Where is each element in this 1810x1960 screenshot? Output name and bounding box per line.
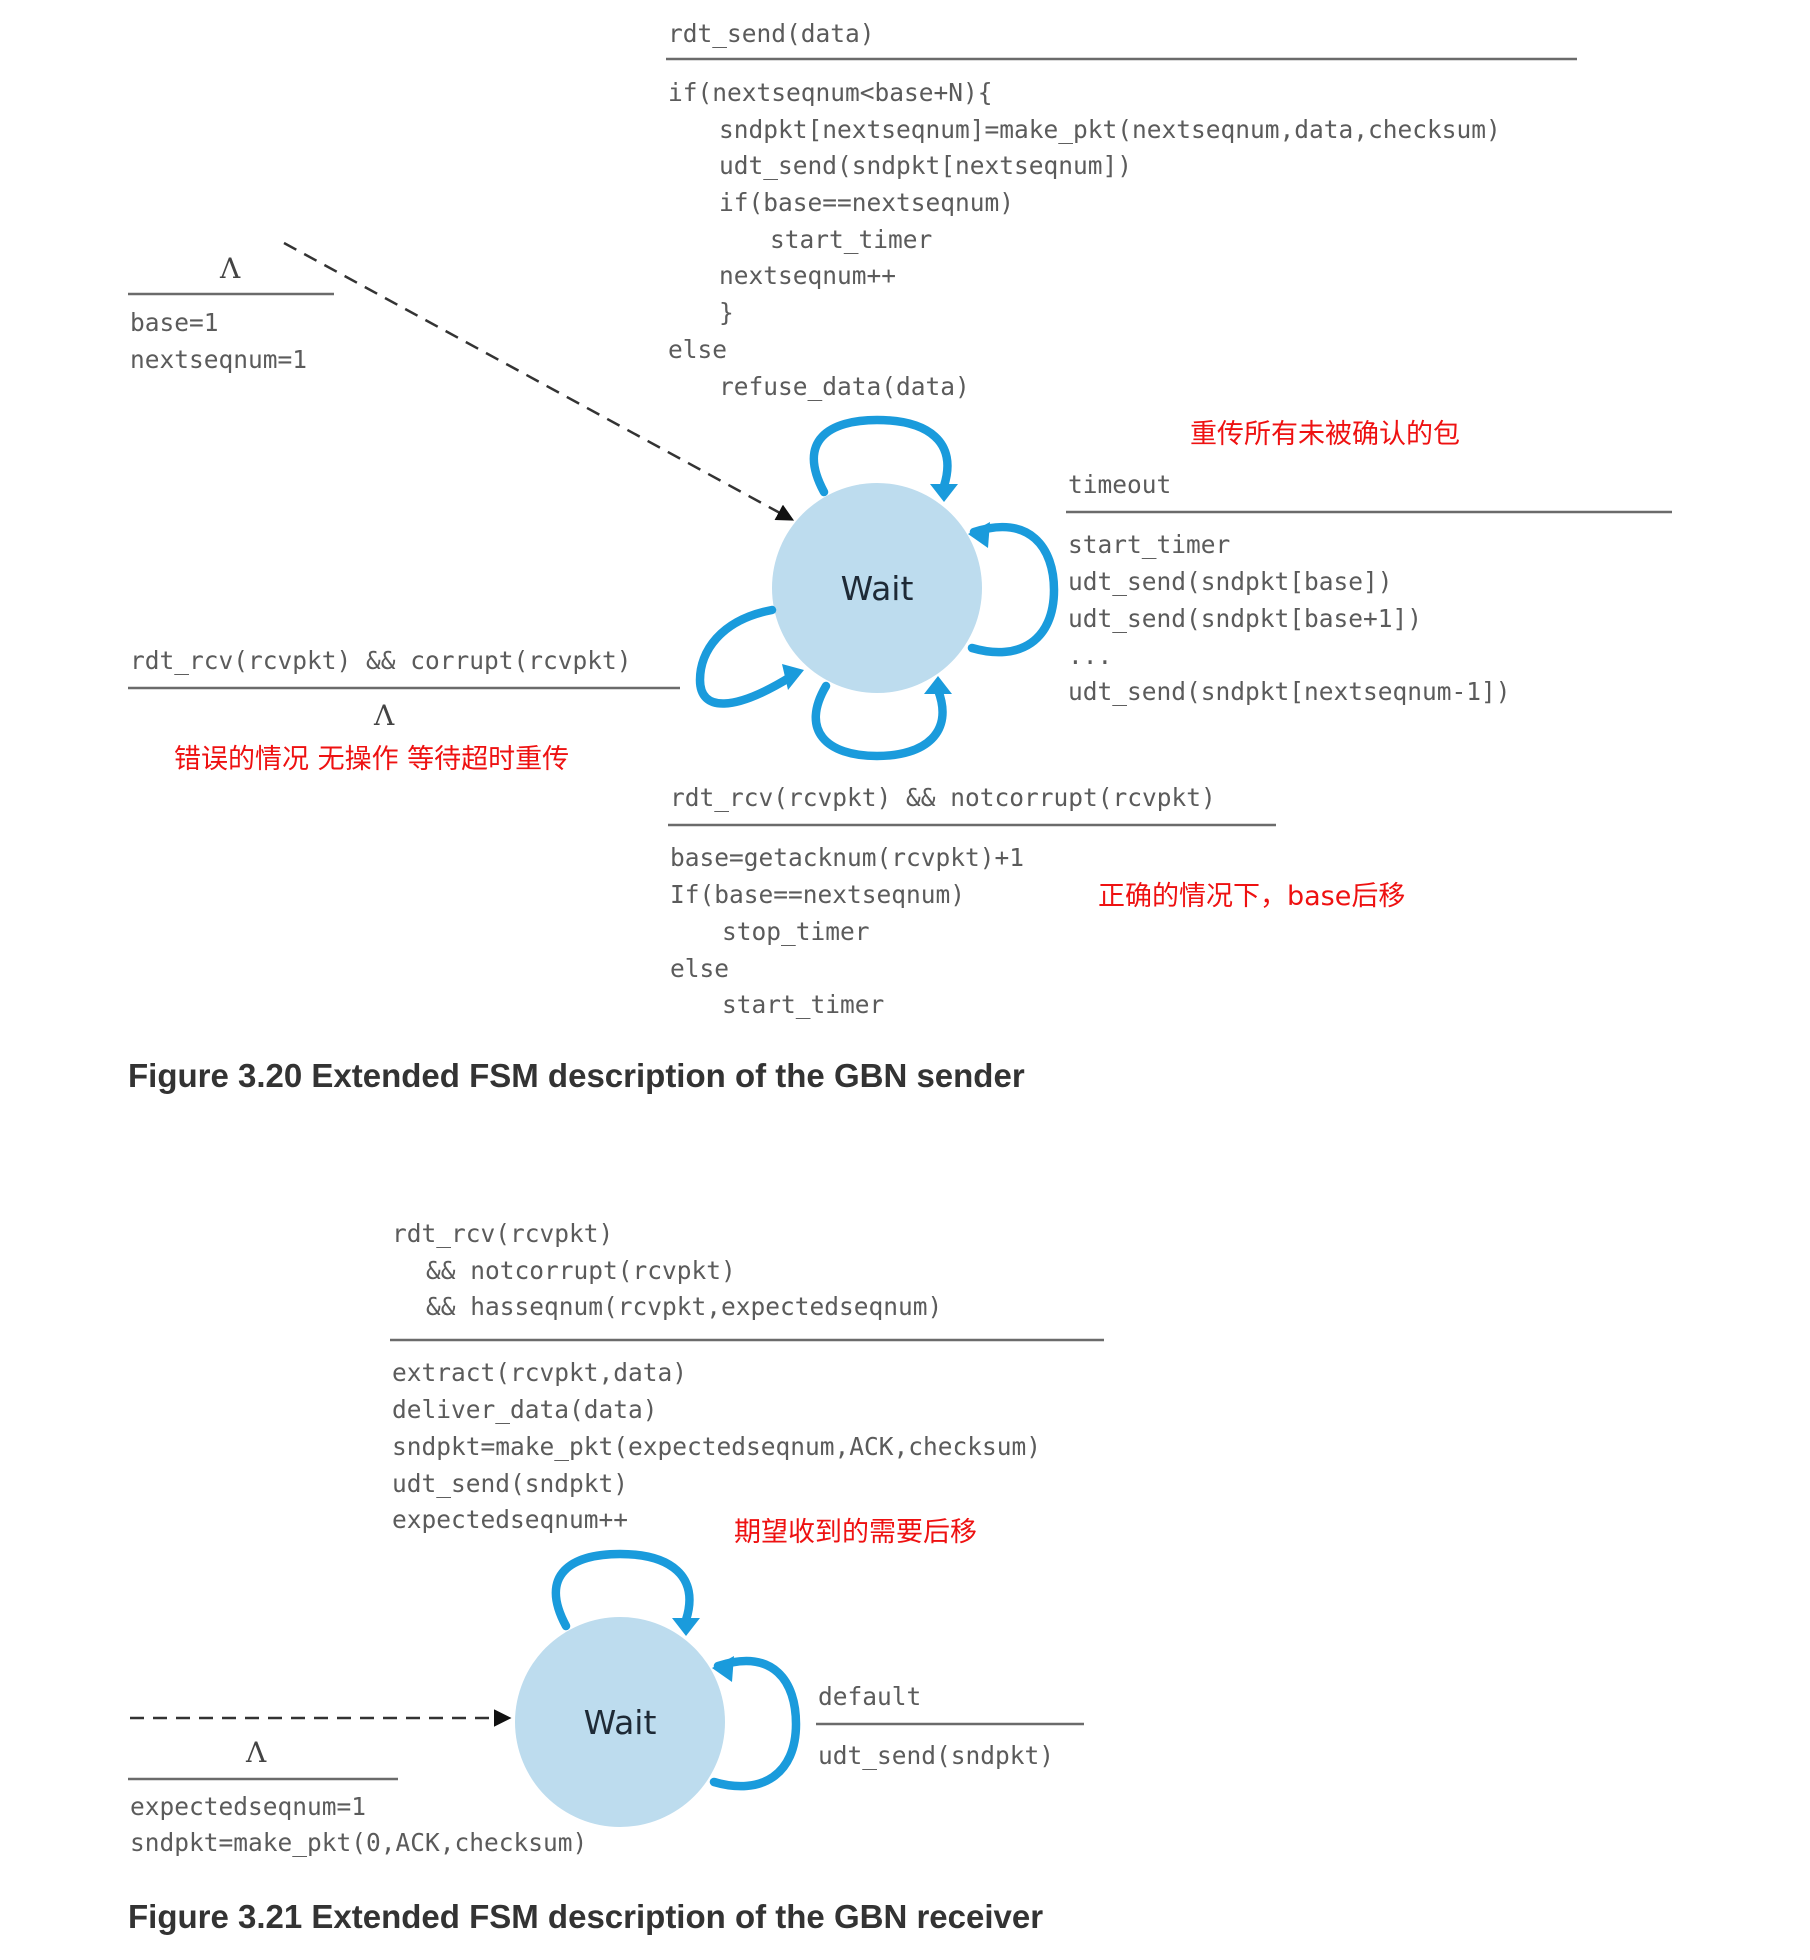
sender-notcorrupt-loop xyxy=(811,681,947,761)
sender-send-event: rdt_send(data) xyxy=(668,19,875,48)
receiver-default-action-0: udt_send(sndpkt) xyxy=(818,1741,1054,1770)
sender-corrupt-lambda: Λ xyxy=(373,699,395,732)
receiver-receive-note: 期望收到的需要后移 xyxy=(734,1517,977,1548)
sender-timeout-event: timeout xyxy=(1068,470,1171,499)
receiver-action-0: extract(rcvpkt,data) xyxy=(392,1358,687,1387)
sender-send-action-7: else xyxy=(668,335,727,364)
receiver-default-loop-arrowhead xyxy=(712,1656,734,1682)
sender-timeout-action-1: udt_send(sndpkt[base]) xyxy=(1068,567,1393,596)
sender-corrupt-loop-arrowhead xyxy=(782,664,804,690)
sender-init-lambda: Λ xyxy=(219,252,241,285)
sender-notcorrupt-loop-arrowhead xyxy=(924,676,952,694)
sender-notcorrupt-action-0: base=getacknum(rcvpkt)+1 xyxy=(670,843,1024,872)
sender-notcorrupt-action-2: stop_timer xyxy=(722,917,870,946)
sender-wait-state xyxy=(772,483,982,693)
sender-notcorrupt-event: rdt_rcv(rcvpkt) && notcorrupt(rcvpkt) xyxy=(670,783,1216,812)
sender-notcorrupt-action-3: else xyxy=(670,954,729,983)
receiver-receive-loop xyxy=(551,1549,694,1631)
sender-timeout-loop xyxy=(967,522,1059,657)
receiver-default-event: default xyxy=(818,1682,921,1711)
sender-send-action-1: sndpkt[nextseqnum]=make_pkt(nextseqnum,d… xyxy=(719,115,1501,144)
receiver-event-line-0: rdt_rcv(rcvpkt) xyxy=(392,1219,613,1248)
sender-timeout-action-3: ... xyxy=(1068,641,1112,670)
sender-timeout-action-4: udt_send(sndpkt[nextseqnum-1]) xyxy=(1068,677,1511,706)
receiver-init-lambda: Λ xyxy=(245,1736,267,1769)
receiver-default-loop xyxy=(709,1656,801,1791)
receiver-action-4: expectedseqnum++ xyxy=(392,1505,628,1534)
receiver-action-1: deliver_data(data) xyxy=(392,1395,658,1424)
sender-timeout-action-0: start_timer xyxy=(1068,530,1230,559)
sender-send-action-6: } xyxy=(719,298,734,327)
receiver-event-line-1: && notcorrupt(rcvpkt) xyxy=(426,1256,736,1285)
receiver-receive-loop-arrowhead xyxy=(672,1618,700,1636)
receiver-wait-state xyxy=(515,1617,725,1827)
receiver-fsm: rdt_rcv(rcvpkt) && notcorrupt(rcvpkt) &&… xyxy=(128,1219,1104,1935)
receiver-init-action-0: expectedseqnum=1 xyxy=(130,1792,366,1821)
sender-notcorrupt-note: 正确的情况下，base后移 xyxy=(1098,881,1405,912)
sender-send-action-4: start_timer xyxy=(770,225,932,254)
sender-send-action-2: udt_send(sndpkt[nextseqnum]) xyxy=(719,151,1132,180)
sender-corrupt-note: 错误的情况 无操作 等待超时重传 xyxy=(174,744,569,775)
sender-timeout-note: 重传所有未被确认的包 xyxy=(1190,419,1460,450)
receiver-action-3: udt_send(sndpkt) xyxy=(392,1469,628,1498)
sender-send-action-3: if(base==nextseqnum) xyxy=(719,188,1014,217)
sender-init-action-1: nextseqnum=1 xyxy=(130,345,307,374)
sender-send-loop-arrowhead xyxy=(930,484,958,502)
sender-figure-caption: Figure 3.20 Extended FSM description of … xyxy=(128,1057,1025,1094)
sender-fsm: rdt_send(data) if(nextseqnum<base+N){ sn… xyxy=(128,19,1672,1094)
sender-corrupt-loop xyxy=(695,605,797,708)
sender-wait-label: Wait xyxy=(841,569,914,608)
sender-send-action-5: nextseqnum++ xyxy=(719,261,896,290)
receiver-wait-label: Wait xyxy=(584,1703,657,1742)
receiver-event-line-2: && hasseqnum(rcvpkt,expectedseqnum) xyxy=(426,1292,942,1321)
receiver-action-2: sndpkt=make_pkt(expectedseqnum,ACK,check… xyxy=(392,1432,1041,1461)
sender-send-action-0: if(nextseqnum<base+N){ xyxy=(668,78,993,107)
sender-send-loop xyxy=(809,415,952,497)
sender-init-arrow xyxy=(283,241,795,521)
sender-init-action-0: base=1 xyxy=(130,308,219,337)
sender-corrupt-event: rdt_rcv(rcvpkt) && corrupt(rcvpkt) xyxy=(130,646,632,675)
sender-send-action-8: refuse_data(data) xyxy=(719,372,970,401)
sender-notcorrupt-action-1: If(base==nextseqnum) xyxy=(670,880,965,909)
sender-timeout-loop-arrowhead xyxy=(968,522,990,548)
receiver-init-action-1: sndpkt=make_pkt(0,ACK,checksum) xyxy=(130,1828,587,1857)
receiver-figure-caption: Figure 3.21 Extended FSM description of … xyxy=(128,1898,1043,1935)
sender-notcorrupt-action-4: start_timer xyxy=(722,990,884,1019)
sender-timeout-action-2: udt_send(sndpkt[base+1]) xyxy=(1068,604,1422,633)
